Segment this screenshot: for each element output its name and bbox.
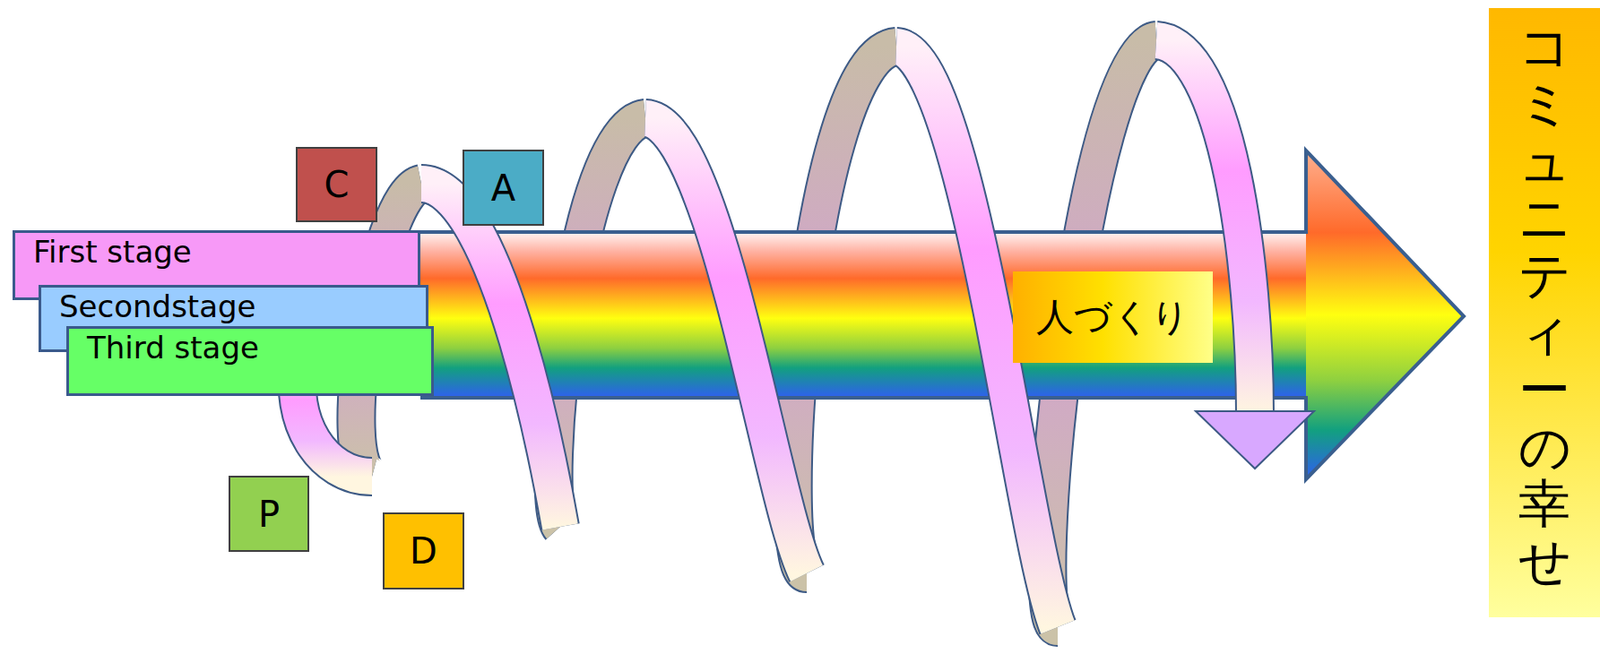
cycle-box: A <box>462 149 545 226</box>
node-label: First stage <box>33 234 192 270</box>
goal-box: 人づくり <box>1012 271 1213 364</box>
cycle-box: P <box>228 475 310 553</box>
node-label: 人づくり <box>1036 295 1190 339</box>
node-label: C <box>324 164 350 206</box>
node-label: Secondstage <box>59 289 257 325</box>
cycle-box: C <box>295 147 378 223</box>
vertical-label: コミュニティーの幸せ <box>1518 18 1571 591</box>
node-label: Third stage <box>86 330 260 366</box>
ribbon-front <box>297 40 1315 628</box>
node-label: D <box>409 530 438 572</box>
stage-bar: Third stage <box>66 326 434 397</box>
node-label: A <box>491 167 516 209</box>
rainbow-arrow <box>420 150 1464 480</box>
node-label: P <box>258 493 280 536</box>
cycle-box: D <box>382 512 465 590</box>
vertical-band: コミュニティーの幸せ <box>1488 8 1600 618</box>
